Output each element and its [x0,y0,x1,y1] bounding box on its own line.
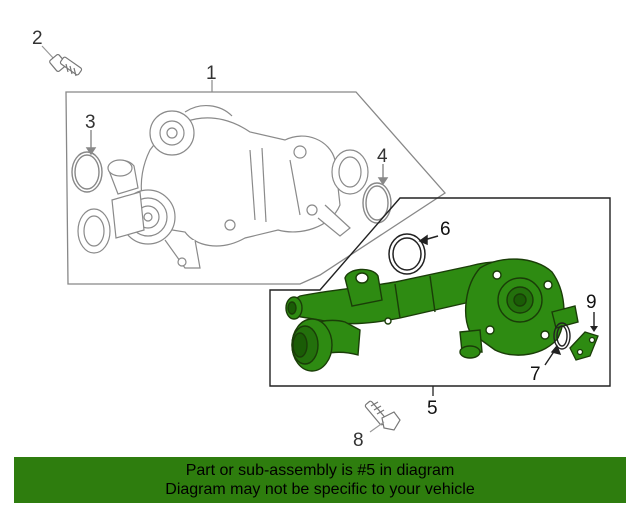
banner-line-2: Diagram may not be specific to your vehi… [165,481,475,498]
callout-2: 2 [32,28,43,49]
info-banner: Part or sub-assembly is #5 in diagram Di… [14,457,626,503]
callout-8: 8 [353,430,364,451]
banner-line-1: Part or sub-assembly is #5 in diagram [185,462,455,479]
parts-diagram: 2 1 3 4 6 9 7 5 8 [32,28,611,451]
water-pump-1 [77,105,369,269]
gasket-6 [388,233,439,275]
assembly-5-outline [269,197,611,387]
bolt-2 [41,45,83,77]
callout-6: 6 [440,219,451,240]
bolt-8 [364,400,401,433]
o-ring-4 [362,164,392,224]
assembly-1-outline [65,91,446,285]
sensor-9 [569,312,599,361]
callout-4: 4 [377,146,388,167]
o-ring-7 [544,322,571,366]
callout-5: 5 [427,398,438,419]
o-ring-3 [71,130,103,193]
callout-1: 1 [206,63,217,84]
callout-7: 7 [530,364,541,385]
callout-3: 3 [85,112,96,133]
callout-9: 9 [586,292,597,313]
thermostat-housing-5 [285,258,579,372]
